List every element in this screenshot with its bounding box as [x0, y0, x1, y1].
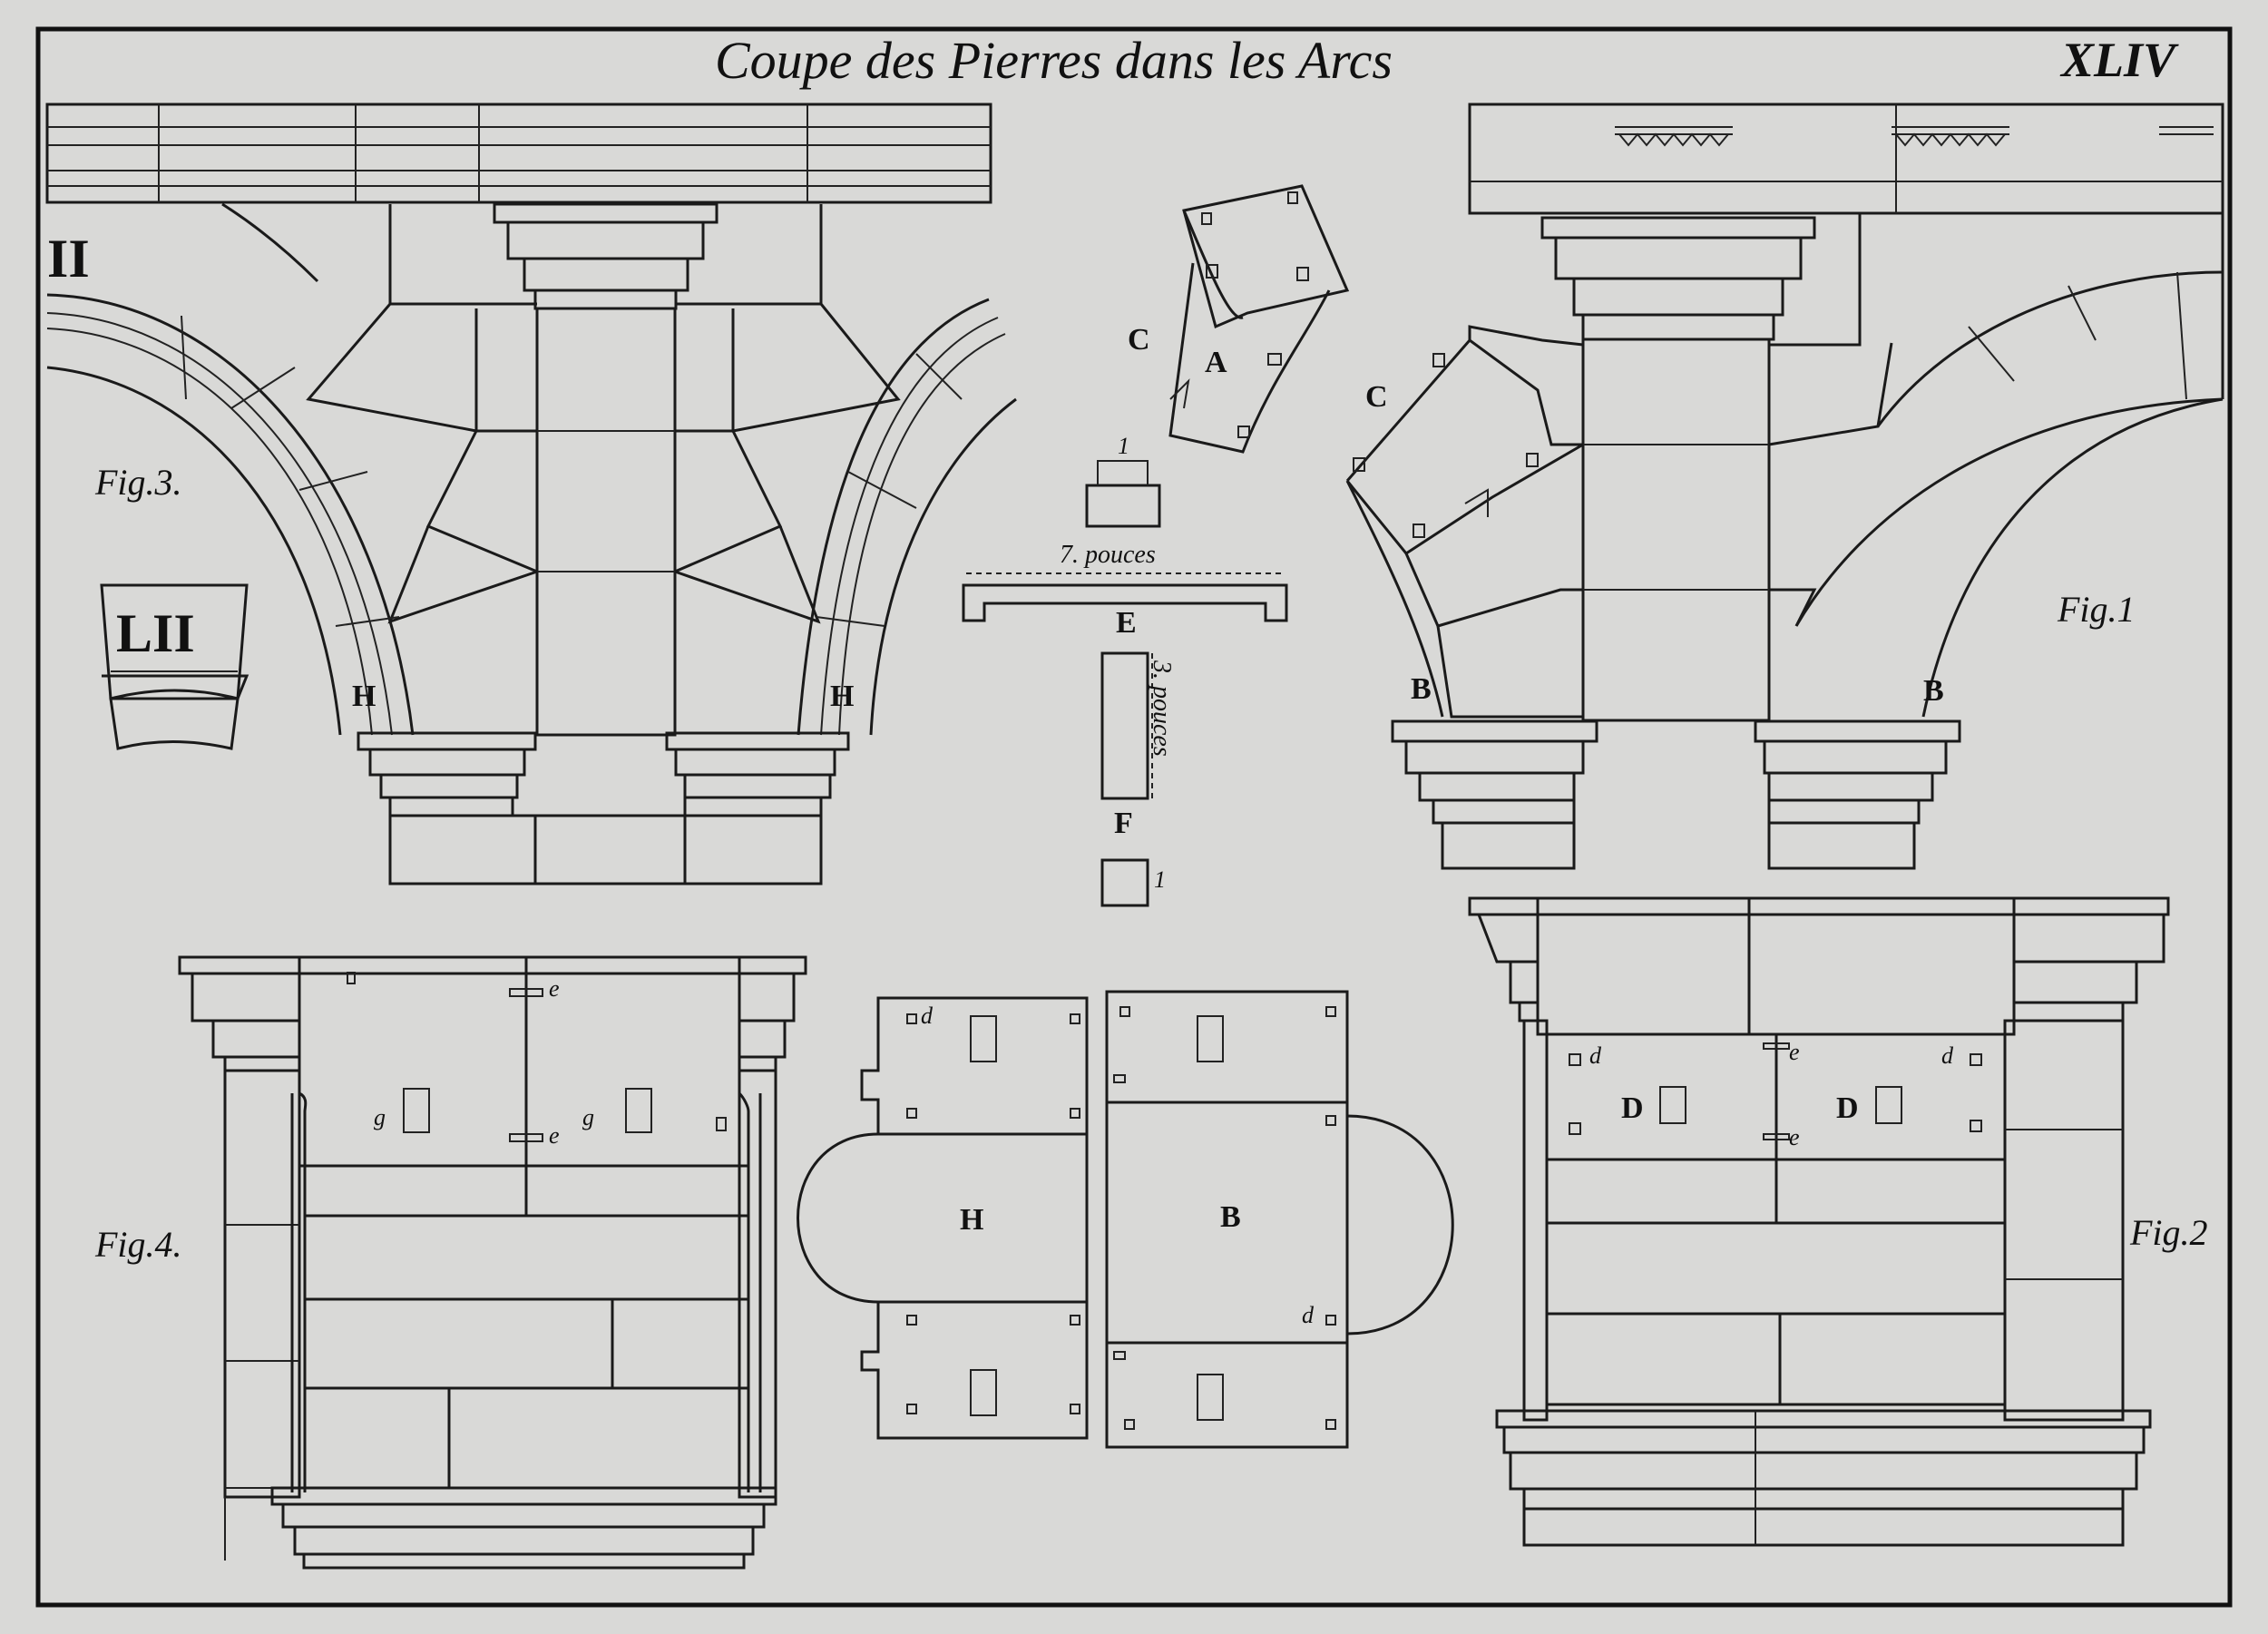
fig3-letter-h-right: H [830, 680, 854, 713]
figure-2-pier-elevation: d e e d D D Fig.2 [1468, 896, 2208, 1547]
fig1-letter-c: C [1365, 380, 1388, 414]
fig4-label: Fig.4. [94, 1224, 182, 1265]
fig2-letter-D-left: D [1621, 1091, 1644, 1125]
dimension-three-pouces: 3. pouces [1148, 660, 1176, 757]
fig4-letter-g-right: g [582, 1104, 594, 1130]
figure-3-arcade: Fig.3. H H II LII [45, 103, 1017, 885]
keystone-lii-text: LII [116, 603, 195, 663]
fig2-letter-d-left: d [1589, 1042, 1602, 1069]
plate-border [35, 26, 2233, 1608]
fig4-letter-g-left: g [374, 1104, 386, 1130]
fig4-letter-e-top: e [549, 975, 560, 1002]
fig2-letter-d-right: d [1941, 1042, 1954, 1069]
fig2-letter-e-top: e [1789, 1039, 1800, 1065]
fig2-letter-D-right: D [1836, 1091, 1859, 1125]
stone-e-letter: E [1116, 606, 1137, 640]
fig4-letter-e-bottom: e [549, 1122, 560, 1149]
fig2-label: Fig.2 [2129, 1212, 2208, 1253]
plate-number: XLIV [2059, 33, 2179, 87]
stone-details-center: A C 1 7. pouces E 3. pouces F 1 [962, 184, 1350, 907]
fig3-label: Fig.3. [94, 462, 182, 503]
plan-h-letter: H [960, 1203, 983, 1237]
figure-4-pier-elevation: e e g g Fig.4. [94, 955, 807, 1570]
fig3-letter-h-left: H [352, 680, 376, 713]
detail-one-label-f: 1 [1154, 866, 1166, 893]
fig2-letter-e-bottom: e [1789, 1124, 1800, 1150]
dimension-seven-pouces: 7. pouces [1060, 541, 1156, 569]
plan-b-letter: B [1220, 1200, 1241, 1234]
stone-a-letter: A [1205, 346, 1227, 379]
fig1-letter-b-left: B [1411, 672, 1432, 706]
plan-pieces-h-b: d H B d [797, 990, 1454, 1449]
fig1-label: Fig.1 [2057, 589, 2136, 630]
detail-one-label: 1 [1118, 433, 1129, 459]
plate-title: Coupe des Pierres dans les Arcs [715, 31, 1393, 90]
stone-c-letter-center: C [1128, 323, 1150, 357]
fig1-letter-b-right: B [1923, 674, 1944, 708]
plan-b-letter-d: d [1302, 1302, 1315, 1328]
keystone-lii: LII [100, 583, 249, 750]
roman-mark-ii: II [47, 229, 90, 289]
stone-f-letter: F [1114, 807, 1133, 840]
figure-1-arcade: C Fig.1 B B [1345, 103, 2224, 870]
plan-h-letter-d: d [921, 1003, 934, 1029]
